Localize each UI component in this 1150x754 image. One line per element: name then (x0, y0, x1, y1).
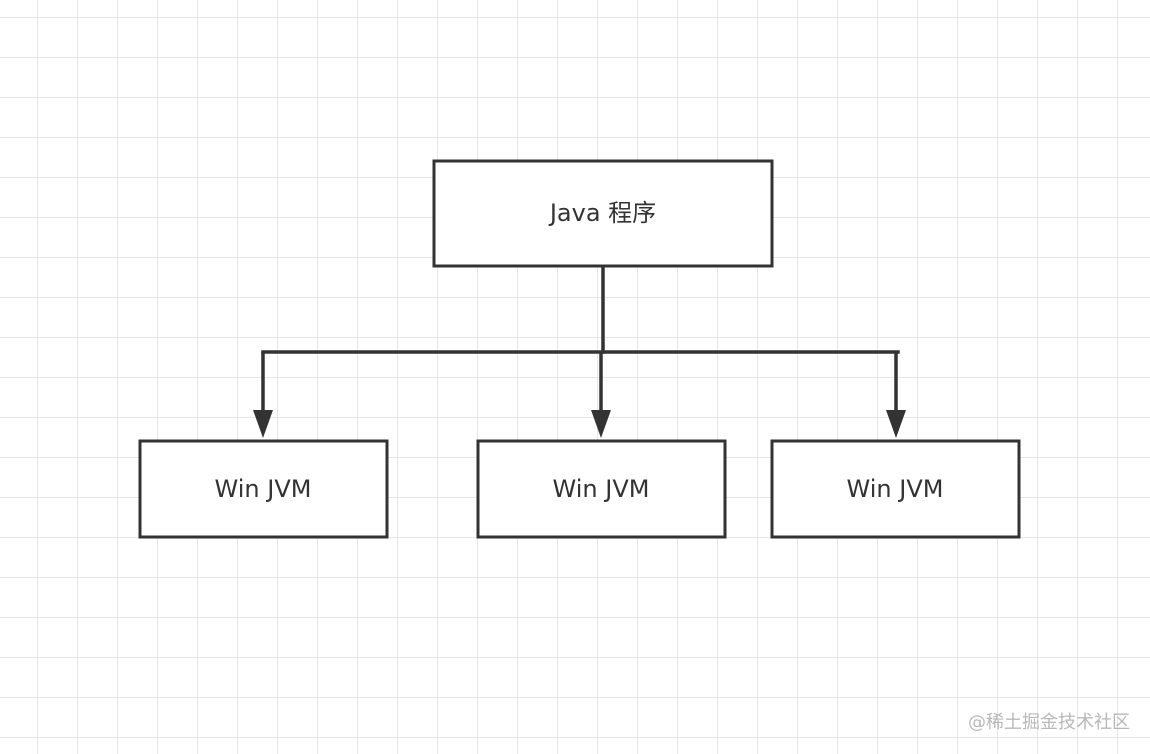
arrows (253, 352, 906, 438)
node-child-3-label: Win JVM (847, 475, 944, 503)
arrowhead-child-1 (253, 410, 273, 438)
node-child-3: Win JVM (770, 439, 1021, 539)
connectors (261, 264, 900, 354)
node-root-label: Java 程序 (548, 199, 656, 227)
node-child-1-box (138, 439, 389, 539)
node-child-1: Win JVM (138, 439, 389, 539)
node-child-2: Win JVM (476, 439, 727, 539)
node-root-box (432, 159, 774, 268)
node-root: Java 程序 (432, 159, 774, 268)
arrowhead-child-2 (591, 410, 611, 438)
node-child-2-box (476, 439, 727, 539)
node-child-2-label: Win JVM (553, 475, 650, 503)
node-child-1-label: Win JVM (215, 475, 312, 503)
arrowhead-child-3 (886, 410, 906, 438)
node-child-3-box (770, 439, 1021, 539)
watermark-text: @稀土掘金技术社区 (968, 712, 1130, 733)
